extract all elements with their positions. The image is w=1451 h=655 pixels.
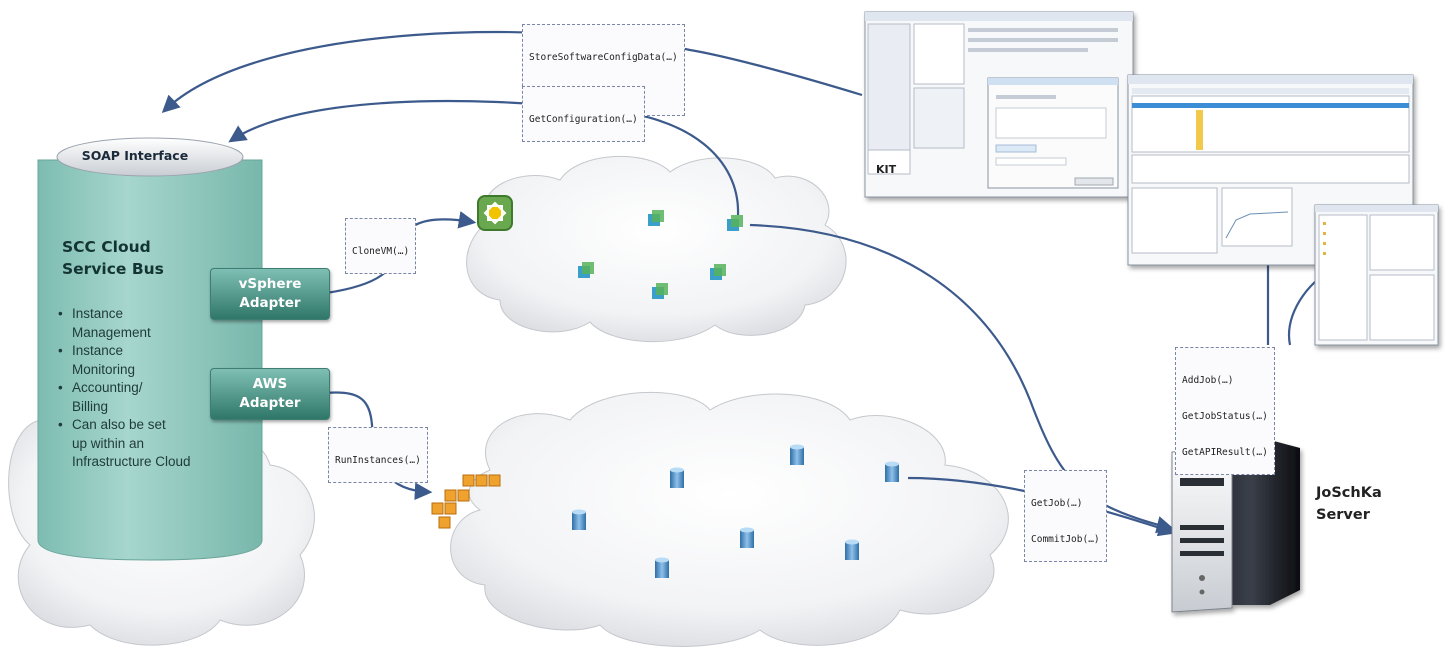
label-job-api: AddJob(…) GetJobStatus(…) GetAPIResult(…… (1175, 347, 1275, 475)
aws-logo-icon (431, 474, 501, 529)
vsphere-cloud (466, 156, 847, 342)
database-icons (572, 444, 899, 578)
feature-accounting-billing: Accounting/ Billing (58, 379, 208, 416)
feature-line: Management (72, 324, 151, 340)
call-commit-job: CommitJob(…) (1031, 534, 1100, 545)
call-get-api-result: GetAPIResult(…) (1182, 447, 1268, 458)
arrow-run-instances (325, 391, 433, 501)
label-clone-vm: CloneVM(…) (345, 218, 417, 274)
kit-logo: KIT (876, 163, 897, 176)
aws-adapter: AWS Adapter (210, 368, 330, 420)
label-get-configuration: GetConfiguration(…) (522, 86, 645, 142)
vm-icons (578, 210, 743, 299)
feature-instance-monitoring: Instance Monitoring (58, 342, 208, 379)
feature-line: Instance (72, 343, 124, 358)
feature-line: Can also be set (72, 417, 166, 432)
database-icon (740, 527, 754, 548)
service-bus-title-line2: Service Bus (62, 260, 164, 278)
vsphere-adapter-line2: Adapter (239, 295, 301, 311)
database-icon (885, 461, 899, 482)
call-run-instances: RunInstances(…) (335, 455, 421, 466)
database-icon (655, 557, 669, 578)
server-icon (1171, 440, 1300, 613)
soap-interface-label: SOAP Interface (81, 148, 189, 163)
label-get-commit-job: GetJob(…) CommitJob(…) (1024, 470, 1107, 562)
database-icon (572, 509, 586, 530)
database-icon (670, 467, 684, 488)
gui-screenshot-3 (1314, 204, 1439, 346)
vsphere-adapter-line1: vSphere (238, 276, 302, 292)
vmware-logo-icon (477, 195, 513, 231)
feature-infrastructure-cloud: Can also be set up within an Infrastruct… (58, 416, 208, 472)
vm-icon (648, 210, 664, 226)
aws-adapter-line2: Adapter (239, 395, 301, 411)
feature-line: Instance (72, 306, 124, 321)
vm-icon (727, 215, 743, 231)
arrow-store-config (161, 30, 863, 114)
call-add-job: AddJob(…) (1182, 375, 1234, 386)
feature-line: Monitoring (72, 361, 136, 377)
vsphere-adapter: vSphere Adapter (210, 268, 330, 320)
vm-icon (710, 264, 726, 280)
vm-icon (652, 283, 668, 299)
call-clone-vm: CloneVM(…) (352, 246, 410, 257)
database-icon (845, 539, 859, 560)
label-run-instances: RunInstances(…) (328, 427, 428, 483)
server-label-line1: JoSchKa (1316, 485, 1382, 501)
feature-line: Billing (72, 398, 109, 414)
server-label-line2: Server (1316, 507, 1370, 523)
call-get-configuration: GetConfiguration(…) (529, 114, 638, 125)
service-bus-title: SCC Cloud Service Bus (62, 236, 164, 280)
feature-line: up within an (72, 435, 145, 451)
aws-cloud (450, 391, 1009, 647)
call-get-job: GetJob(…) (1031, 498, 1083, 509)
call-store-software-config: StoreSoftwareConfigData(…) (529, 52, 678, 63)
server-label: JoSchKa Server (1316, 482, 1382, 526)
feature-line: Infrastructure Cloud (72, 454, 191, 469)
gui-screenshot-1 (864, 11, 1134, 198)
call-get-job-status: GetJobStatus(…) (1182, 411, 1268, 422)
database-icon (790, 444, 804, 465)
aws-adapter-line1: AWS (252, 376, 288, 392)
service-bus-features: Instance Management Instance Monitoring … (58, 305, 208, 472)
feature-line: Accounting/ (72, 380, 143, 395)
service-bus-title-line1: SCC Cloud (62, 238, 151, 256)
vm-icon (578, 262, 594, 278)
feature-instance-management: Instance Management (58, 305, 208, 342)
